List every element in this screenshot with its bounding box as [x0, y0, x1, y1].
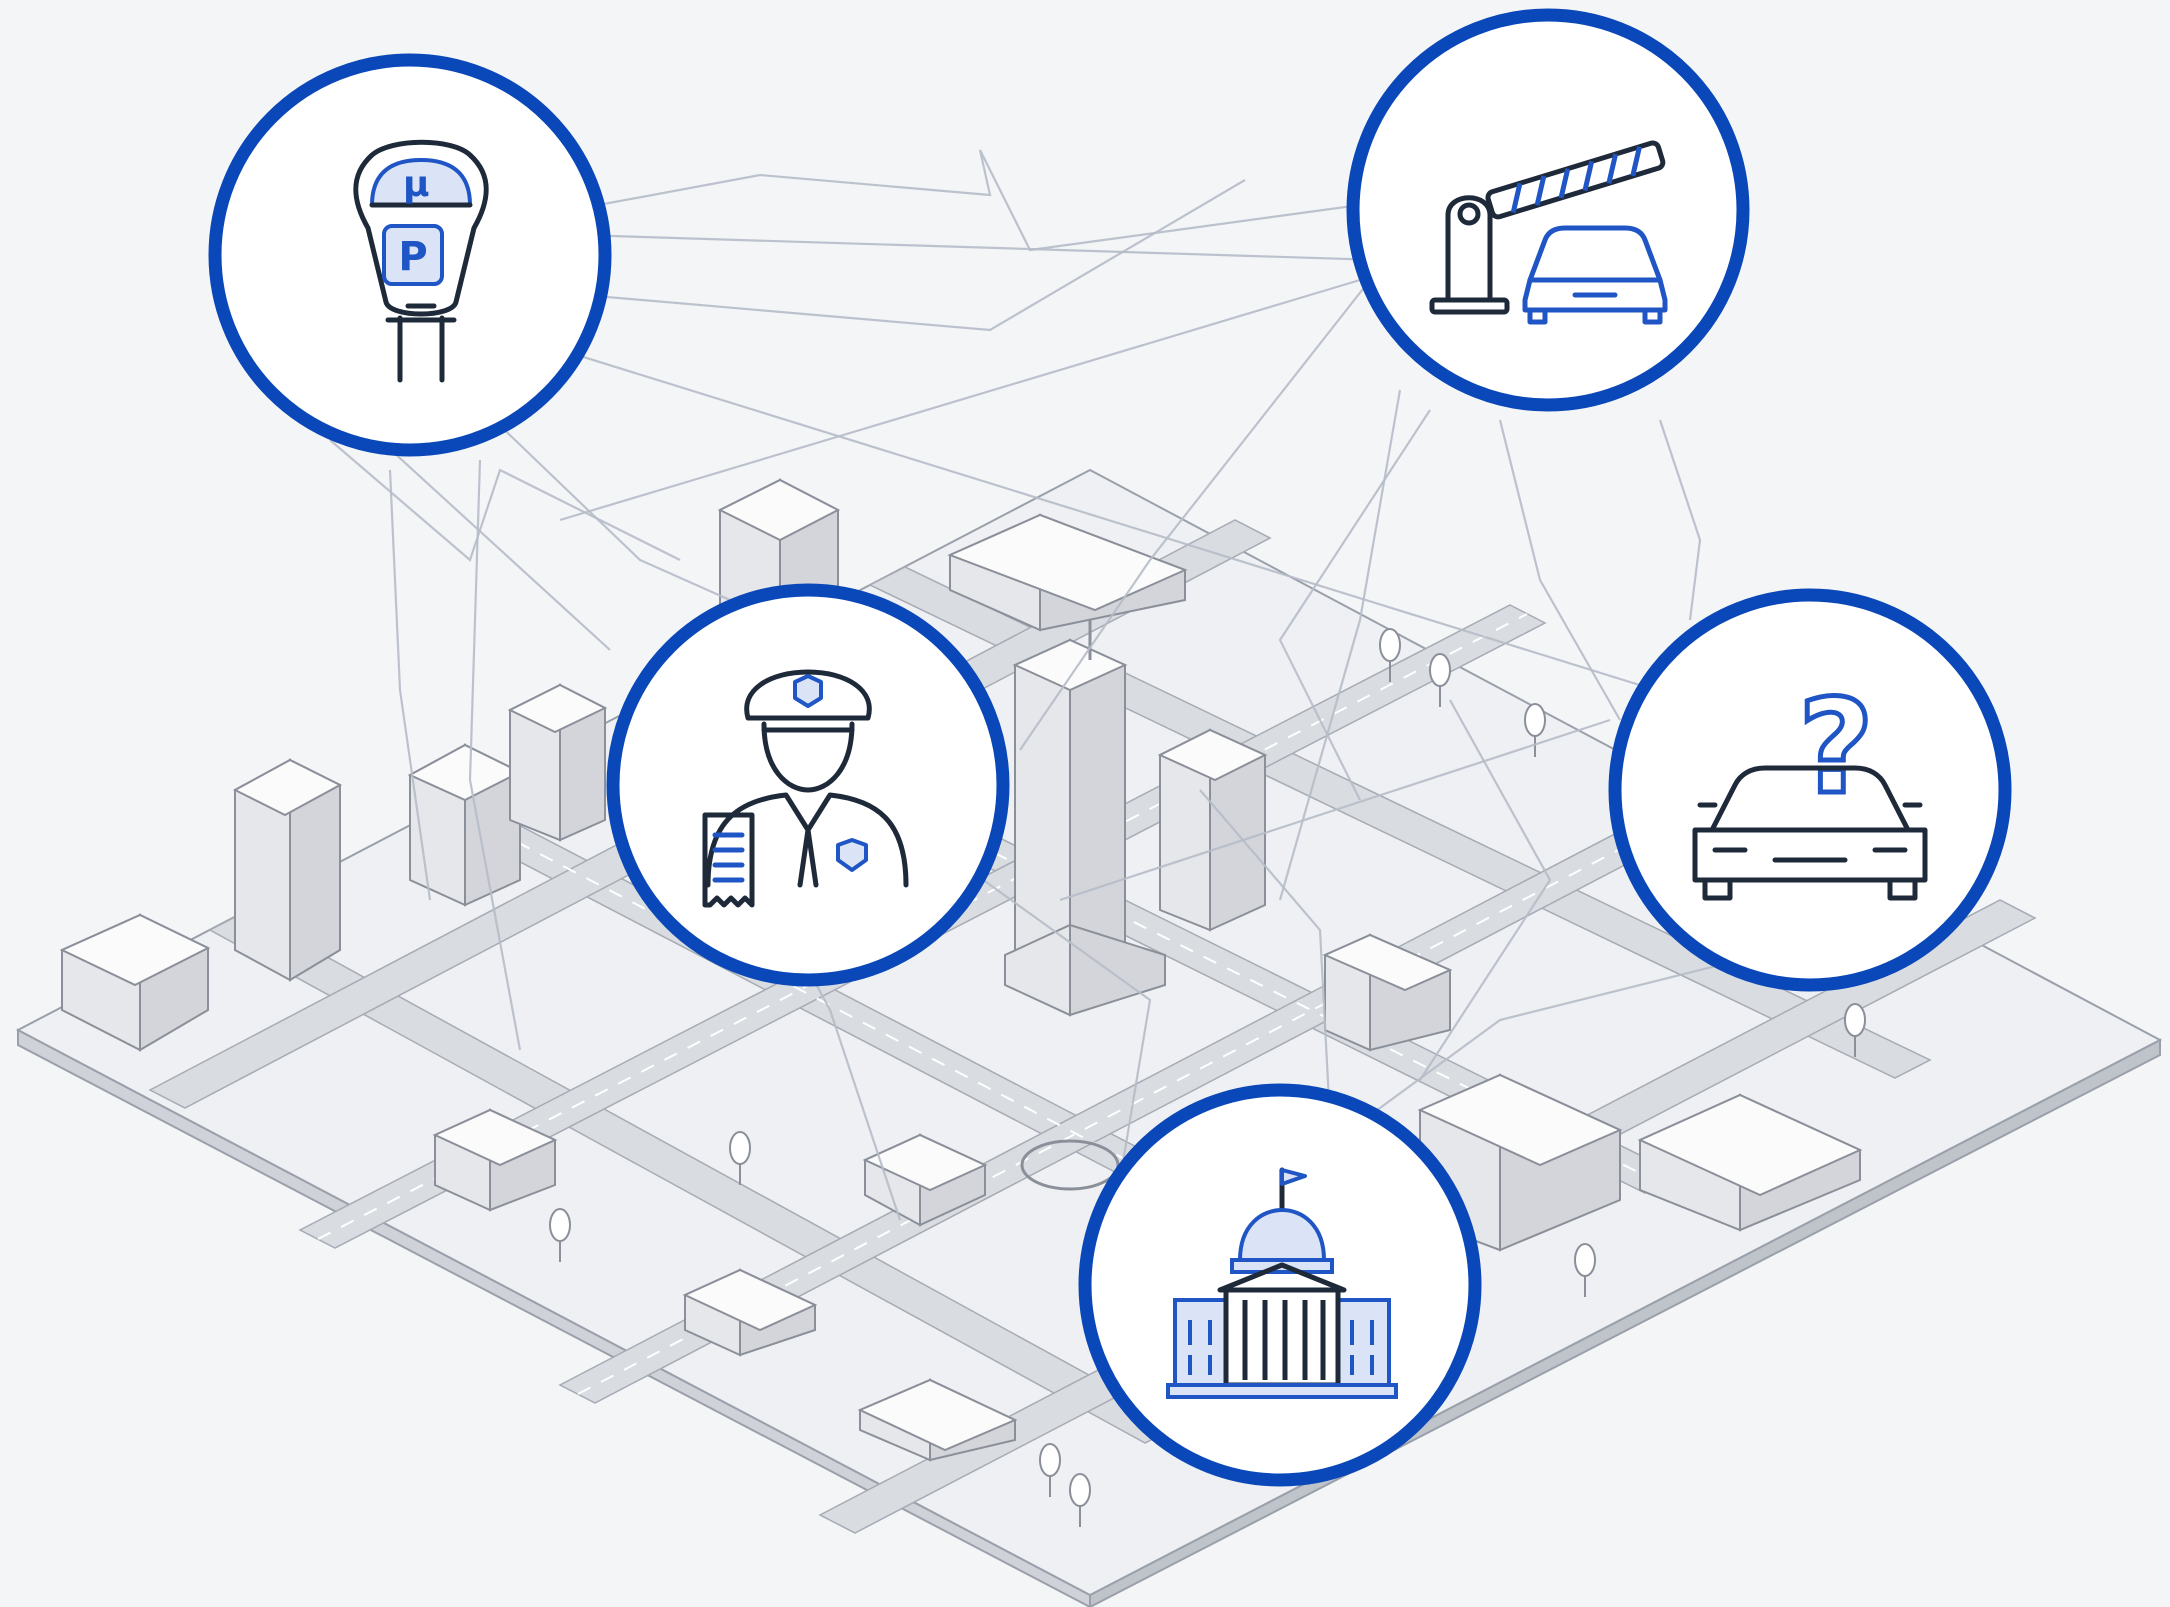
low-block-left — [59, 913, 211, 1052]
block-bottom-1 — [432, 1108, 558, 1212]
buildings — [59, 478, 1866, 1527]
block-bottom-2 — [682, 1268, 818, 1357]
roundabout — [1020, 1139, 1120, 1191]
block-mid-2 — [507, 683, 608, 842]
tower-left — [232, 758, 343, 982]
meter-mu-glyph: μ — [403, 164, 430, 205]
parking-gate-badge[interactable] — [1346, 8, 1750, 412]
parking-meter-badge[interactable]: μ P — [208, 53, 612, 457]
question-mark-glyph: ? — [1798, 671, 1873, 823]
block-mid-1 — [407, 743, 523, 907]
office-tower — [1157, 728, 1268, 932]
unknown-vehicle-badge[interactable]: ? — [1608, 588, 2012, 992]
barrier-arm — [1485, 140, 1666, 220]
government-building-icon — [1166, 1167, 1398, 1399]
block-right-2 — [1637, 1093, 1863, 1232]
trees — [549, 628, 1866, 1527]
block-bottom-3 — [857, 1378, 1018, 1462]
police-officer-ticket-icon — [702, 669, 909, 908]
enforcement-officer-badge[interactable] — [606, 583, 1010, 987]
meter-p-glyph: P — [398, 234, 427, 280]
city-government-badge[interactable] — [1078, 1083, 1482, 1487]
barrier-gate-car-icon — [1429, 140, 1668, 325]
block-top-1 — [947, 513, 1188, 632]
parking-meter-icon: μ P — [353, 139, 489, 383]
car-question-icon: ? — [1692, 669, 1928, 901]
central-skyscraper — [1004, 545, 1166, 1017]
block-right-3 — [1322, 933, 1453, 1052]
